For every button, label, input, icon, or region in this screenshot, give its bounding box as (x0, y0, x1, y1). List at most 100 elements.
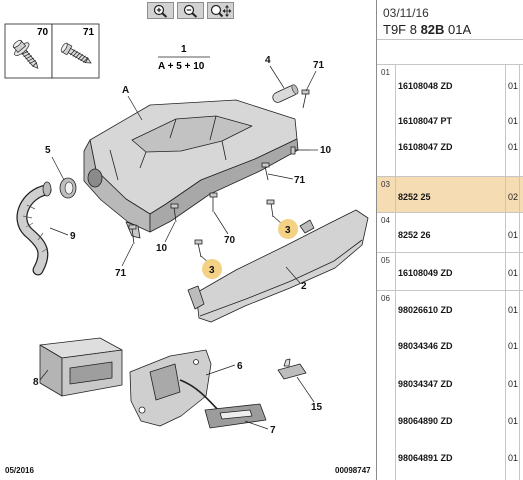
part-15-clip (277, 358, 307, 380)
zoom-in-icon (153, 4, 169, 18)
table-row[interactable]: 98034347 ZD 01 (395, 372, 523, 396)
callout-70[interactable]: 70 (224, 235, 236, 246)
column-divider-extra (519, 64, 520, 480)
part-number: 98034346 ZD (398, 341, 453, 351)
part-quantity: 01 (508, 142, 519, 152)
part-group-03-selected[interactable]: 03 8252 25 02 (377, 176, 523, 212)
screw-70-icon (12, 39, 39, 69)
part-quantity: 01 (508, 268, 519, 278)
part-2-glovebox-lid (187, 209, 369, 323)
group-label: 05 (381, 256, 390, 265)
part-4-damper (272, 84, 299, 103)
part-quantity: 01 (508, 453, 519, 463)
diagram-reference: 00098747 (335, 466, 371, 475)
vehicle-code-bold: 82B (420, 22, 445, 37)
callout-10-lower[interactable]: 10 (156, 243, 168, 254)
part-5-vent-ring (59, 177, 77, 199)
table-row[interactable]: 98026610 ZD 01 (395, 298, 523, 322)
part-quantity: 01 (508, 379, 519, 389)
callout-15[interactable]: 15 (311, 402, 323, 413)
group-label: 03 (381, 180, 390, 189)
part-number: 8252 25 (398, 192, 431, 202)
callout-3-right[interactable]: 3 (285, 225, 291, 236)
part-group-06: 06 98026610 ZD 01 98034346 ZD 01 9803434… (377, 290, 523, 480)
part-quantity: 01 (508, 230, 519, 240)
part-number: 16108047 ZD (398, 142, 453, 152)
part-8-storage-box (39, 337, 123, 397)
screw-3-right (266, 199, 275, 218)
callout-highlight-right (278, 219, 298, 239)
diagram-date: 05/2016 (5, 466, 34, 475)
leader-lines (39, 65, 318, 430)
zoom-fit-button[interactable] (207, 2, 234, 19)
column-divider-quantity (505, 64, 506, 480)
table-row[interactable]: 8252 25 02 (395, 185, 523, 209)
inset-fasteners: 70 71 (4, 23, 100, 79)
callout-a[interactable]: A (122, 85, 129, 96)
zoom-toolbar (147, 2, 237, 20)
part-quantity: 01 (508, 305, 519, 315)
screw-70-mid (209, 192, 218, 212)
callout-5[interactable]: 5 (45, 145, 51, 156)
vehicle-code: T9F 8 82B 01A (383, 22, 471, 37)
parts-list-panel: 03/11/16 T9F 8 82B 01A 01 16108048 ZD 01… (377, 0, 523, 480)
part-group-01: 01 16108048 ZD 01 16108047 PT 01 1610804… (377, 64, 523, 176)
callout-10-right[interactable]: 10 (320, 145, 332, 156)
group-label: 06 (381, 294, 390, 303)
callout-71-top[interactable]: 71 (313, 60, 325, 71)
table-row[interactable]: 16108048 ZD 01 (395, 74, 523, 98)
group-label: 01 (381, 68, 390, 77)
screw-71-top (301, 89, 310, 109)
inset-label-71[interactable]: 71 (83, 27, 95, 38)
callout-9[interactable]: 9 (70, 231, 76, 242)
part-number: 16108048 ZD (398, 81, 453, 91)
table-row[interactable]: 98064890 ZD 01 (395, 409, 523, 433)
exploded-diagram-panel[interactable]: 70 71 1 A + 5 + 10 (0, 0, 377, 480)
parts-table: 01 16108048 ZD 01 16108047 PT 01 1610804… (377, 64, 523, 480)
part-number: 16108047 PT (398, 116, 453, 126)
part-6-bracket (129, 349, 221, 427)
exploded-diagram: 70 71 1 A + 5 + 10 (4, 23, 369, 436)
callout-2[interactable]: 2 (301, 281, 307, 292)
callout-3-left[interactable]: 3 (209, 265, 215, 276)
group-label: 04 (381, 216, 390, 225)
screw-71-mid (261, 162, 270, 181)
part-quantity: 01 (508, 341, 519, 351)
table-row[interactable]: 16108049 ZD 01 (395, 261, 523, 285)
callout-71-lower[interactable]: 71 (115, 268, 127, 279)
screw-71-lower (128, 224, 137, 245)
callout-6[interactable]: 6 (237, 361, 243, 372)
inset-label-70[interactable]: 70 (37, 27, 49, 38)
panel-header: 03/11/16 T9F 8 82B 01A (377, 0, 523, 40)
header-date: 03/11/16 (383, 6, 429, 20)
table-row[interactable]: 8252 26 01 (395, 223, 523, 247)
vehicle-code-prefix: T9F 8 (383, 22, 421, 37)
callout-7[interactable]: 7 (270, 425, 276, 436)
table-row[interactable]: 16108047 ZD 01 (395, 135, 523, 159)
part-number: 98026610 ZD (398, 305, 453, 315)
table-row[interactable]: 16108047 PT 01 (395, 109, 523, 133)
callout-8[interactable]: 8 (33, 377, 39, 388)
part-group-04: 04 8252 26 01 (377, 212, 523, 252)
part-number: 8252 26 (398, 230, 431, 240)
screws (128, 89, 310, 258)
zoom-in-button[interactable] (147, 2, 174, 19)
part-number: 98064890 ZD (398, 416, 453, 426)
part-quantity: 01 (508, 416, 519, 426)
column-divider-group (395, 64, 396, 480)
callouts: 4 71 A 5 10 71 9 10 70 71 3 3 2 6 8 7 15 (33, 55, 332, 436)
assembly-formula: A + 5 + 10 (158, 61, 205, 72)
table-row[interactable]: 98034346 ZD 01 (395, 334, 523, 358)
part-number: 98064891 ZD (398, 453, 453, 463)
part-quantity: 01 (508, 116, 519, 126)
screw-10-right (290, 146, 310, 155)
table-row[interactable]: 98064891 ZD 01 (395, 446, 523, 470)
zoom-fit-icon (210, 4, 232, 18)
callout-71-mid[interactable]: 71 (294, 175, 306, 186)
assembly-number[interactable]: 1 (181, 44, 187, 55)
zoom-out-button[interactable] (177, 2, 204, 19)
callout-4[interactable]: 4 (265, 55, 271, 66)
part-9-air-duct (16, 181, 52, 276)
vehicle-code-suffix: 01A (444, 22, 472, 37)
